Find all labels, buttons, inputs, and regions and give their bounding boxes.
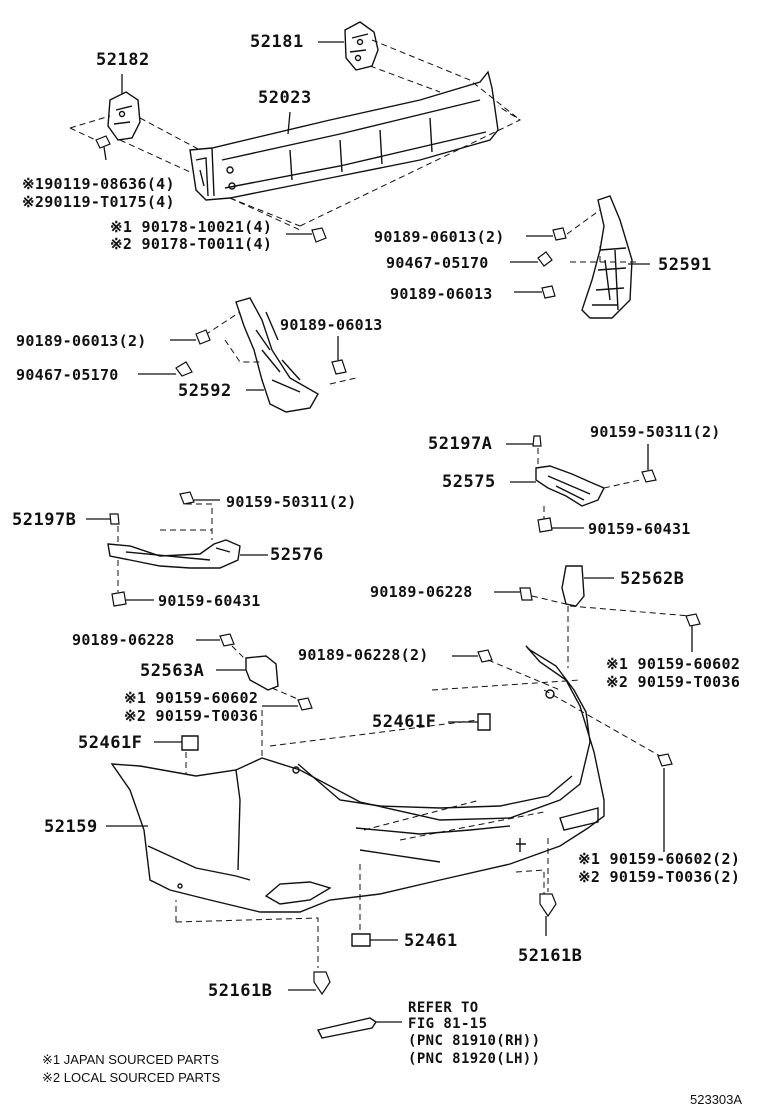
bracket-52181 [344, 21, 379, 71]
refer-to-line4: (PNC 81920(LH)) [408, 1051, 541, 1067]
nut-label-local: ※2 90178-T0011(4) [110, 235, 273, 253]
part-label-52461F-l: 52461F [78, 733, 143, 753]
retainer-52591 [581, 195, 633, 319]
part-label-52576: 52576 [270, 545, 324, 565]
part-label-52563A: 52563A [140, 661, 205, 681]
screw-label-l2: 90159-60431 [158, 592, 261, 610]
screw-label-local-r: ※2 90159-T0036 [606, 673, 741, 691]
bolt-label-japan: ※190119-08636(4) [22, 175, 175, 193]
screw-label-r: 90159-50311(2) [590, 423, 721, 441]
screw-label-japan-r: ※1 90159-60602 [606, 655, 741, 673]
reflector [316, 1017, 377, 1039]
clip-label-r1: 90189-06013(2) [374, 228, 505, 246]
rivet-label-l: 90467-05170 [16, 366, 119, 384]
figure-id: 523303A [690, 1092, 743, 1107]
part-label-52161B-r: 52161B [518, 946, 583, 966]
nut-label-japan: ※1 90178-10021(4) [110, 218, 273, 236]
part-label-52562B: 52562B [620, 569, 685, 589]
footnote-japan: ※1 JAPAN SOURCED PARTS [42, 1052, 220, 1067]
part-label-52592: 52592 [178, 381, 232, 401]
clip-label-06228-m: 90189-06228(2) [298, 646, 429, 664]
clip-label-06228-l: 90189-06228 [72, 631, 175, 649]
screw-label-japan-b: ※1 90159-60602(2) [578, 850, 741, 868]
nut-90178 [311, 227, 327, 243]
refer-to-line2: FIG 81-15 [408, 1016, 488, 1032]
part-label-52461: 52461 [404, 931, 458, 951]
part-label-52575: 52575 [442, 472, 496, 492]
part-label-52023: 52023 [258, 88, 312, 108]
bolt-90119 [95, 135, 111, 161]
part-label-52197A: 52197A [428, 434, 493, 454]
clip-label-l1: 90189-06013(2) [16, 332, 147, 350]
part-label-52197B: 52197B [12, 510, 77, 530]
screw-label-japan-l: ※1 90159-60602 [124, 689, 259, 707]
bracket-52563A [245, 655, 279, 691]
refer-to-line1: REFER TO [408, 1000, 479, 1016]
clip-label-l2: 90189-06013 [280, 316, 383, 334]
bumper-reinforcement-52023 [189, 70, 499, 201]
clip-label-r2: 90189-06013 [390, 285, 493, 303]
bracket-52182 [107, 91, 141, 141]
part-label-52461F-r: 52461F [372, 712, 437, 732]
screw-label-local-b: ※2 90159-T0036(2) [578, 868, 741, 886]
screw-label-local-l: ※2 90159-T0036 [124, 707, 259, 725]
clip-label-06228-r: 90189-06228 [370, 583, 473, 601]
bumper-cover-52159 [110, 645, 605, 913]
screw-label-r2: 90159-60431 [588, 520, 691, 538]
screw-label-l: 90159-50311(2) [226, 493, 357, 511]
retainer-52592 [235, 297, 319, 413]
refer-to-line3: (PNC 81910(RH)) [408, 1033, 541, 1049]
side-bracket-52575 [535, 465, 605, 507]
part-label-52182: 52182 [96, 50, 150, 70]
part-label-52161B-l: 52161B [208, 981, 273, 1001]
part-label-52591: 52591 [658, 255, 712, 275]
part-label-52181: 52181 [250, 32, 304, 52]
bracket-52562B [561, 565, 585, 607]
rivet-label-r: 90467-05170 [386, 254, 489, 272]
side-bracket-52576 [107, 539, 241, 569]
part-label-52159: 52159 [44, 817, 98, 837]
bolt-label-local: ※290119-T0175(4) [22, 193, 175, 211]
footnote-local: ※2 LOCAL SOURCED PARTS [42, 1070, 221, 1085]
